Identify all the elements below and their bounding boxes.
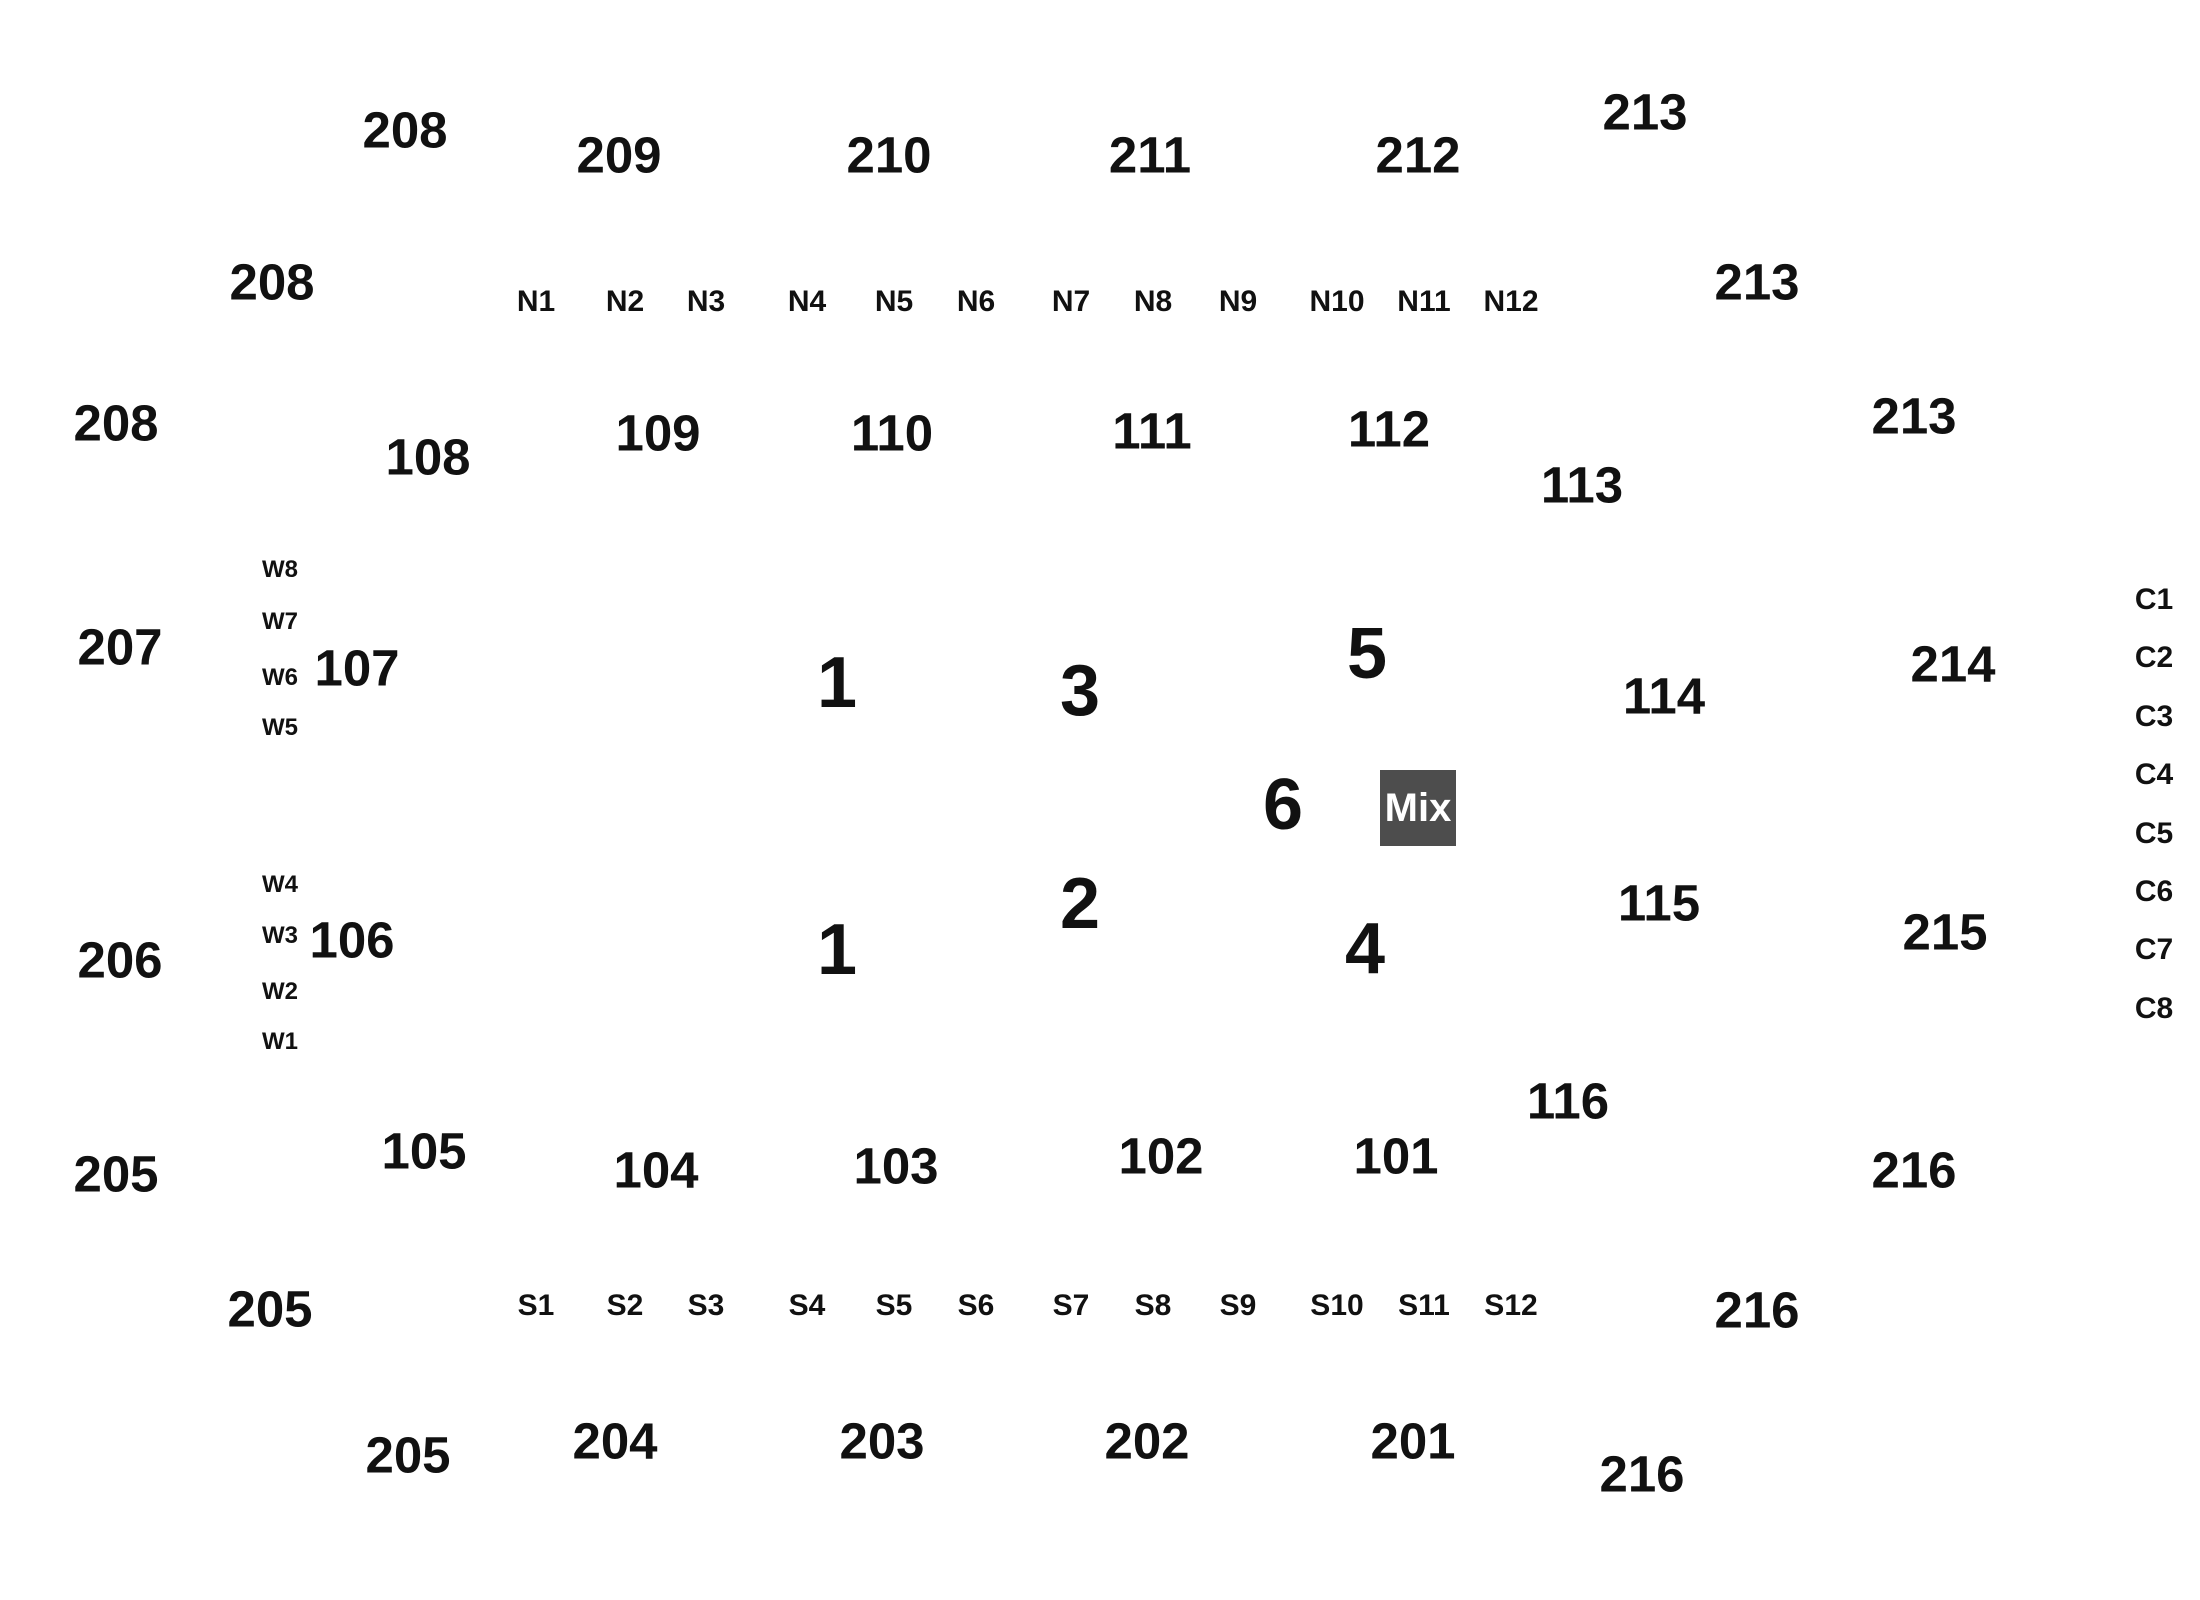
section-114-label[interactable]: 114 bbox=[1622, 667, 1706, 725]
row-s12-label[interactable]: S12 bbox=[1484, 1289, 1538, 1322]
row-w8-label[interactable]: W8 bbox=[262, 556, 298, 583]
row-w7-label[interactable]: W7 bbox=[262, 608, 298, 635]
row-s6-label[interactable]: S6 bbox=[957, 1289, 995, 1322]
row-w4-label[interactable]: W4 bbox=[262, 871, 298, 898]
row-n6-label[interactable]: N6 bbox=[956, 285, 996, 318]
section-215-label[interactable]: 215 bbox=[1902, 903, 1988, 961]
section-208-label[interactable]: 208 bbox=[229, 253, 315, 311]
row-n12-label[interactable]: N12 bbox=[1483, 285, 1539, 318]
row-c3-label[interactable]: C3 bbox=[2134, 700, 2174, 733]
floor-section-1-label[interactable]: 1 bbox=[816, 910, 858, 990]
section-104-label[interactable]: 104 bbox=[613, 1141, 699, 1199]
section-207-label[interactable]: 207 bbox=[77, 618, 163, 676]
row-n8-label[interactable]: N8 bbox=[1133, 285, 1173, 318]
section-103-label[interactable]: 103 bbox=[853, 1137, 939, 1195]
row-w1-label[interactable]: W1 bbox=[262, 1028, 298, 1055]
section-201-label[interactable]: 201 bbox=[1370, 1412, 1456, 1470]
row-w5-label[interactable]: W5 bbox=[262, 714, 298, 741]
section-205-label[interactable]: 205 bbox=[227, 1280, 313, 1338]
section-202-label[interactable]: 202 bbox=[1104, 1412, 1190, 1470]
row-s5-label[interactable]: S5 bbox=[875, 1289, 913, 1322]
section-108-label[interactable]: 108 bbox=[385, 428, 471, 486]
section-109-label[interactable]: 109 bbox=[615, 404, 701, 462]
section-111-label[interactable]: 111 bbox=[1112, 402, 1192, 460]
section-115-label[interactable]: 115 bbox=[1617, 874, 1701, 932]
section-116-label[interactable]: 116 bbox=[1526, 1072, 1610, 1130]
row-c5-label[interactable]: C5 bbox=[2134, 817, 2174, 850]
section-102-label[interactable]: 102 bbox=[1118, 1127, 1204, 1185]
row-s10-label[interactable]: S10 bbox=[1310, 1289, 1364, 1322]
row-c7-label[interactable]: C7 bbox=[2134, 933, 2174, 966]
section-101-label[interactable]: 101 bbox=[1353, 1127, 1439, 1185]
section-105-label[interactable]: 105 bbox=[381, 1122, 467, 1180]
row-c4-label[interactable]: C4 bbox=[2134, 758, 2174, 791]
section-213-label[interactable]: 213 bbox=[1602, 83, 1688, 141]
row-s3-label[interactable]: S3 bbox=[687, 1289, 725, 1322]
floor-section-5-label[interactable]: 5 bbox=[1346, 614, 1388, 694]
row-n10-label[interactable]: N10 bbox=[1309, 285, 1365, 318]
row-n5-label[interactable]: N5 bbox=[874, 285, 914, 318]
floor-section-3-label[interactable]: 3 bbox=[1059, 651, 1101, 731]
row-c6-label[interactable]: C6 bbox=[2134, 875, 2174, 908]
floor-section-1-label[interactable]: 1 bbox=[816, 643, 858, 723]
row-s11-label[interactable]: S11 bbox=[1398, 1289, 1450, 1322]
section-112-label[interactable]: 112 bbox=[1347, 400, 1431, 458]
row-s8-label[interactable]: S8 bbox=[1134, 1289, 1172, 1322]
section-107-label[interactable]: 107 bbox=[314, 639, 400, 697]
floor-section-4-label[interactable]: 4 bbox=[1344, 909, 1386, 989]
row-n4-label[interactable]: N4 bbox=[787, 285, 827, 318]
row-n9-label[interactable]: N9 bbox=[1218, 285, 1258, 318]
row-n1-label[interactable]: N1 bbox=[516, 285, 556, 318]
section-213-label[interactable]: 213 bbox=[1714, 253, 1800, 311]
floor-section-2-label[interactable]: 2 bbox=[1059, 864, 1101, 944]
row-n3-label[interactable]: N3 bbox=[686, 285, 726, 318]
row-c1-label[interactable]: C1 bbox=[2134, 583, 2174, 616]
section-216-label[interactable]: 216 bbox=[1714, 1281, 1800, 1339]
row-n2-label[interactable]: N2 bbox=[605, 285, 645, 318]
row-w6-label[interactable]: W6 bbox=[262, 664, 298, 691]
section-205-label[interactable]: 205 bbox=[73, 1145, 159, 1203]
section-212-label[interactable]: 212 bbox=[1375, 126, 1461, 184]
section-204-label[interactable]: 204 bbox=[572, 1412, 658, 1470]
section-208-label[interactable]: 208 bbox=[362, 101, 448, 159]
row-c2-label[interactable]: C2 bbox=[2134, 641, 2174, 674]
row-s9-label[interactable]: S9 bbox=[1219, 1289, 1257, 1322]
floor-section-6-label[interactable]: 6 bbox=[1262, 765, 1304, 845]
section-209-label[interactable]: 209 bbox=[576, 126, 662, 184]
mix-position: Mix bbox=[1380, 770, 1456, 846]
section-208-label[interactable]: 208 bbox=[73, 394, 159, 452]
row-s7-label[interactable]: S7 bbox=[1052, 1289, 1090, 1322]
section-211-label[interactable]: 211 bbox=[1108, 126, 1192, 184]
section-216-label[interactable]: 216 bbox=[1599, 1445, 1685, 1503]
section-216-label[interactable]: 216 bbox=[1871, 1141, 1957, 1199]
section-113-label[interactable]: 113 bbox=[1540, 456, 1624, 514]
section-205-label[interactable]: 205 bbox=[365, 1426, 451, 1484]
row-s2-label[interactable]: S2 bbox=[606, 1289, 644, 1322]
row-w3-label[interactable]: W3 bbox=[262, 922, 298, 949]
row-n7-label[interactable]: N7 bbox=[1051, 285, 1091, 318]
section-213-label[interactable]: 213 bbox=[1871, 387, 1957, 445]
section-203-label[interactable]: 203 bbox=[839, 1412, 925, 1470]
row-n11-label[interactable]: N11 bbox=[1397, 285, 1451, 318]
section-210-label[interactable]: 210 bbox=[846, 126, 932, 184]
row-s1-label[interactable]: S1 bbox=[517, 1289, 555, 1322]
section-106-label[interactable]: 106 bbox=[309, 911, 395, 969]
row-w2-label[interactable]: W2 bbox=[262, 978, 298, 1005]
section-110-label[interactable]: 110 bbox=[850, 404, 934, 462]
row-c8-label[interactable]: C8 bbox=[2134, 992, 2174, 1025]
section-206-label[interactable]: 206 bbox=[77, 931, 163, 989]
section-214-label[interactable]: 214 bbox=[1910, 635, 1996, 693]
row-s4-label[interactable]: S4 bbox=[788, 1289, 826, 1322]
